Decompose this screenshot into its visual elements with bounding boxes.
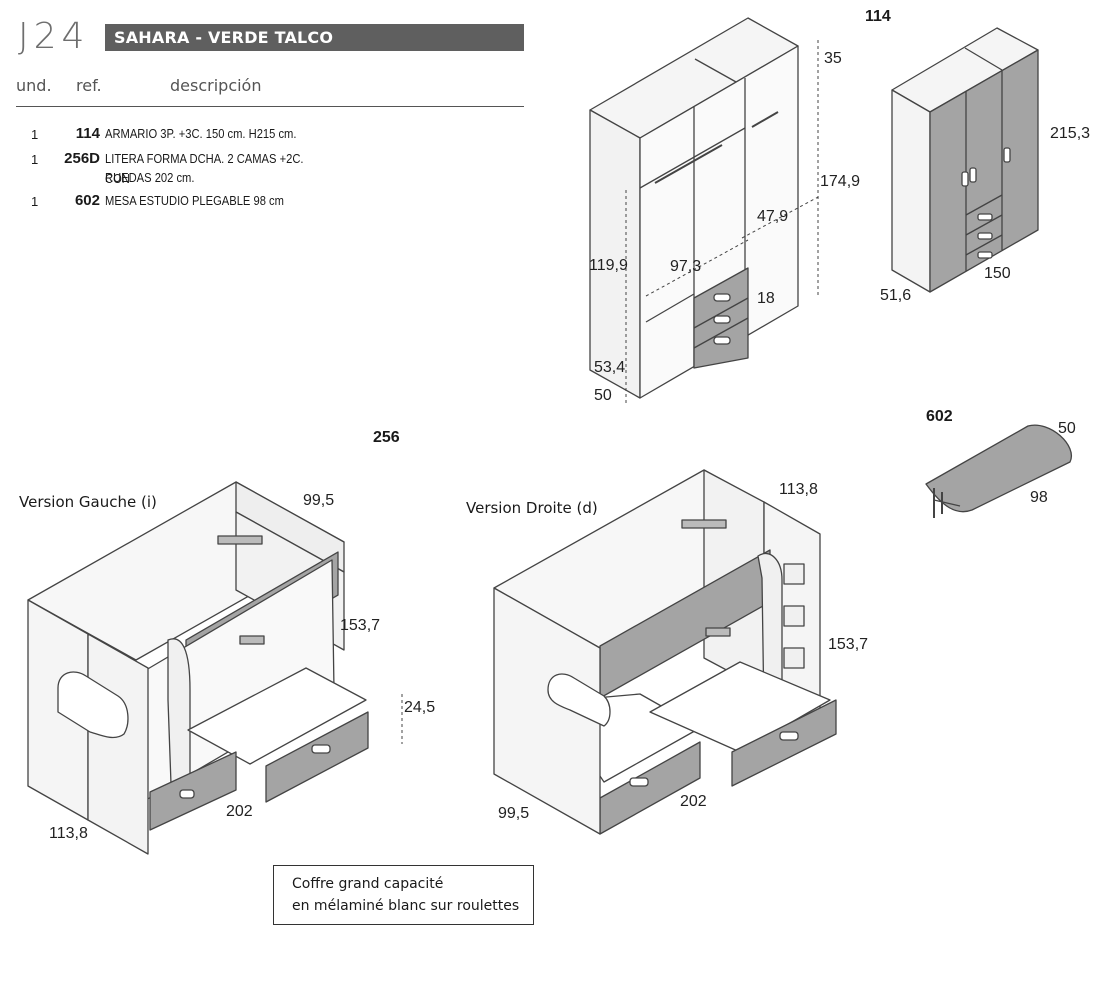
item-qty: 1: [31, 152, 39, 167]
item-desc: LITERA FORMA DCHA. 2 CAMAS +2C. CON: [105, 151, 304, 186]
col-desc-header: descripción: [170, 76, 262, 95]
collection-name: SAHARA - VERDE TALCO: [114, 28, 334, 47]
wardrobe-open-drawing: [589, 17, 821, 405]
dim-label: 18: [757, 290, 775, 307]
dim-label: 51,6: [880, 287, 912, 304]
model-code: J24: [18, 16, 90, 57]
col-ref-header: ref.: [76, 76, 102, 95]
dim-label: 99,5: [498, 805, 530, 822]
dim-label: 98: [1030, 489, 1048, 506]
wardrobe-closed-drawing: [891, 27, 1039, 293]
dim-label: 24,5: [404, 699, 436, 716]
desk-drawing: [925, 424, 1073, 518]
ref-label-602: 602: [926, 408, 953, 425]
item-ref: 602: [74, 192, 100, 209]
dim-label: 50: [1058, 420, 1076, 437]
dim-label: 99,5: [303, 492, 335, 509]
ref-label-256: 256: [373, 429, 400, 446]
item-desc: MESA ESTUDIO PLEGABLE 98 cm: [105, 193, 284, 208]
item-ref: 256D: [64, 150, 100, 167]
col-qty-header: und.: [16, 76, 52, 95]
dim-label: 53,4: [594, 359, 626, 376]
dim-label: 174,9: [820, 173, 861, 190]
dim-label: 35: [824, 50, 842, 67]
item-qty: 1: [31, 127, 39, 142]
dim-label: 150: [984, 265, 1011, 282]
ref-label-114: 114: [865, 8, 891, 25]
item-desc-line2: RUEDAS 202 cm.: [105, 170, 195, 185]
dim-label: 215,3: [1050, 125, 1091, 142]
collection-bar: SAHARA - VERDE TALCO: [105, 24, 524, 51]
dim-label: 202: [680, 793, 707, 810]
dim-label: 153,7: [340, 617, 381, 634]
bunk-left-drawing: [27, 481, 403, 855]
version-right-label: Version Droite (d): [466, 499, 598, 517]
dim-label: 113,8: [49, 825, 88, 842]
note-line-1: Coffre grand capacité: [292, 876, 444, 892]
dim-label: 97,3: [670, 258, 702, 275]
dim-label: 119,9: [589, 257, 628, 274]
note-line-2: en mélaminé blanc sur roulettes: [292, 898, 520, 914]
item-ref: 114: [75, 125, 100, 142]
item-qty: 1: [31, 194, 39, 209]
header-divider: [16, 106, 524, 107]
version-left-label: Version Gauche (i): [19, 493, 157, 511]
dim-label: 113,8: [779, 481, 818, 498]
dim-label: 153,7: [828, 636, 869, 653]
dim-label: 47,9: [757, 208, 789, 225]
dim-label: 50: [594, 387, 612, 404]
storage-note-box: Coffre grand capacité en mélaminé blanc …: [273, 865, 534, 925]
bunk-right-drawing: [493, 469, 837, 835]
dim-label: 202: [226, 803, 253, 820]
item-desc: ARMARIO 3P. +3C. 150 cm. H215 cm.: [105, 126, 297, 141]
